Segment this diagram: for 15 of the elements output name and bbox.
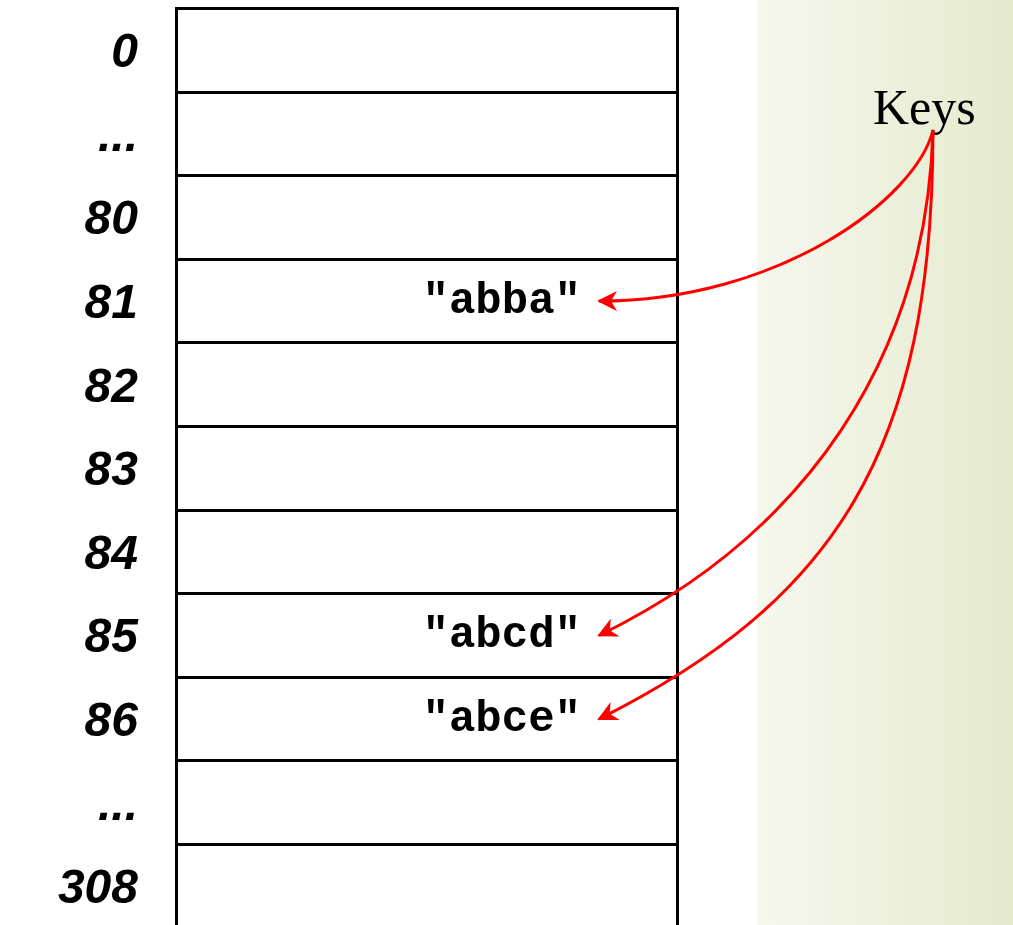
key-string: "abba" <box>422 276 581 327</box>
index-label: 82 <box>84 357 138 413</box>
index-label: 84 <box>84 524 138 580</box>
keys-label: Keys <box>873 78 976 136</box>
index-label: 83 <box>84 440 138 496</box>
key-string: "abcd" <box>422 610 581 661</box>
index-label: 85 <box>84 608 138 663</box>
index-label: ... <box>98 106 138 162</box>
index-label: 81 <box>84 273 138 329</box>
index-label: 86 <box>84 691 138 747</box>
index-label: 0 <box>111 22 138 78</box>
index-label: ... <box>98 775 138 831</box>
index-label: 80 <box>84 190 138 245</box>
key-string: "abce" <box>422 694 581 745</box>
index-label: 308 <box>57 858 138 914</box>
